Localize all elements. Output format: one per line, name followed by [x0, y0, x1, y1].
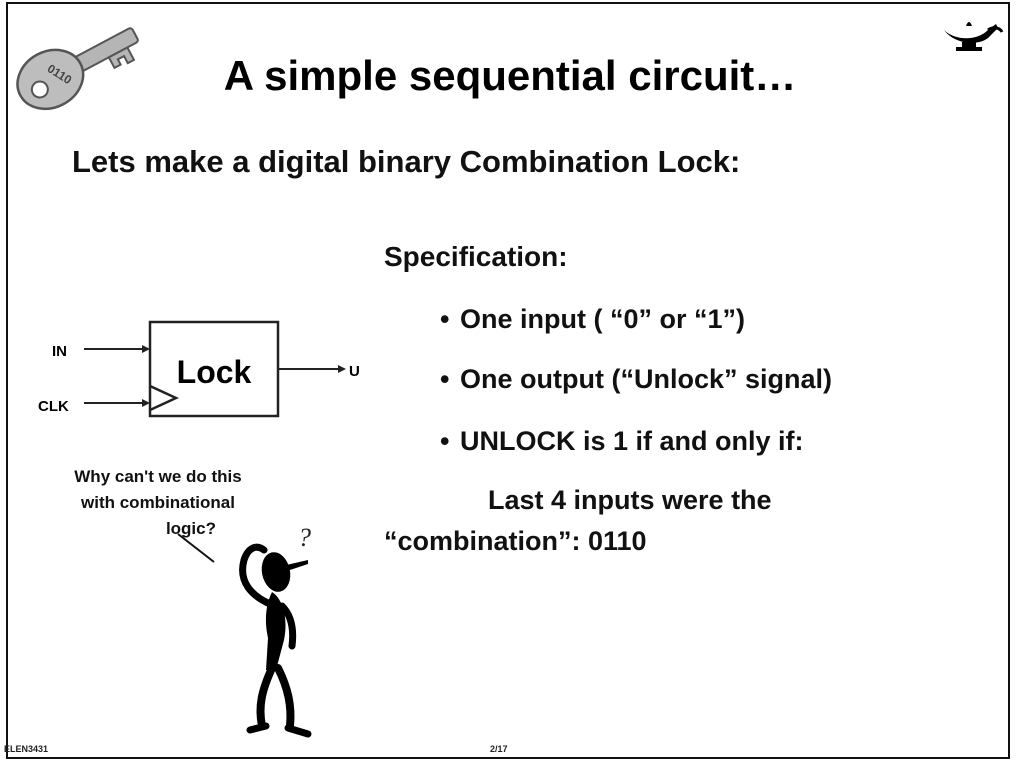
bullet-dot: •: [440, 304, 450, 334]
callout-line: [177, 533, 215, 563]
output-arrow: [338, 365, 346, 373]
input-arrow: [142, 345, 150, 353]
key-icon: 0110: [16, 27, 139, 111]
spec-bullet-unlock: • UNLOCK is 1 if and only if:: [440, 426, 804, 457]
clock-label: CLK: [38, 398, 69, 415]
input-label: IN: [52, 343, 67, 360]
spec-bullet-input: • One input ( “0” or “1”): [440, 304, 745, 335]
thought-line: logic?: [165, 519, 216, 538]
lock-label: Lock: [176, 354, 252, 390]
lamp-icon: [944, 22, 1004, 51]
bullet-dot: •: [440, 426, 450, 456]
thinking-figure-icon: ?: [239, 523, 312, 738]
spec-bullet-text: One output (“Unlock” signal): [460, 364, 832, 394]
unlock-condition-line2: “combination”: 0110: [384, 526, 647, 556]
unlock-condition-line1: Last 4 inputs were the: [488, 485, 772, 515]
thought-line: Why can't we do this: [74, 467, 242, 486]
output-label: U: [349, 363, 360, 380]
thought-line: with combinational: [81, 493, 235, 512]
thought-text: Why can't we do this with combinational …: [34, 464, 282, 542]
spec-bullet-text: One input ( “0” or “1”): [460, 304, 746, 334]
slide: 0110 A simple sequential circuit… Lets m…: [4, 2, 1010, 759]
question-mark: ?: [298, 523, 311, 552]
footer-course: ELEN3431: [4, 744, 49, 754]
footer-page-number: 2/17: [490, 744, 508, 754]
spec-bullet-output: • One output (“Unlock” signal): [440, 364, 832, 395]
clock-triangle: [149, 384, 179, 412]
slide-subtitle: Lets make a digital binary Combination L…: [72, 144, 741, 179]
lock-circuit-diagram: [84, 320, 346, 418]
spec-bullet-text: UNLOCK is 1 if and only if:: [460, 426, 804, 456]
specification-heading: Specification:: [384, 241, 568, 272]
slide-title: A simple sequential circuit…: [223, 52, 797, 99]
clock-arrow: [142, 399, 150, 407]
bullet-dot: •: [440, 364, 450, 394]
